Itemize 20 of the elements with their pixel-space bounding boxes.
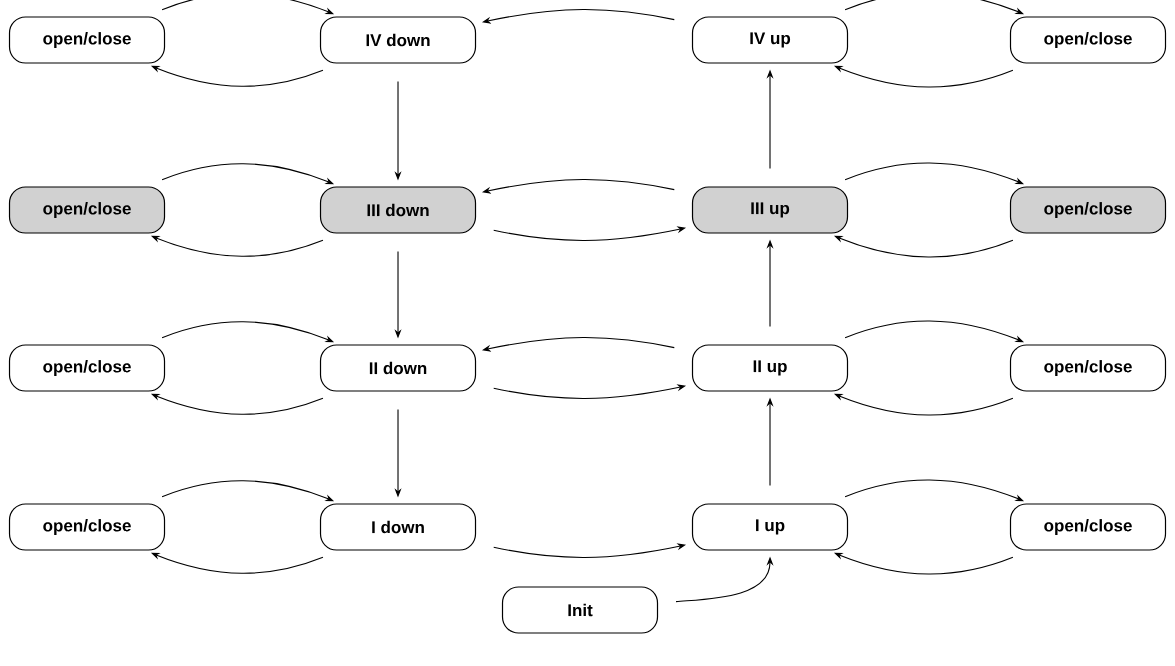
state-box: I up [691, 503, 849, 551]
state-box: II up [691, 344, 849, 392]
state-box: open/close [1009, 503, 1167, 551]
state-box: II down [319, 344, 477, 392]
state-box: IV down [319, 16, 477, 64]
state-box: open/close [8, 16, 166, 64]
state-box: open/close [8, 503, 166, 551]
state-box: open/close [1009, 16, 1167, 64]
state-box: III up [691, 186, 849, 234]
state-box: IV up [691, 16, 849, 64]
state-box: I down [319, 503, 477, 551]
arrow [482, 336, 675, 352]
state-box: III down [319, 186, 477, 234]
state-box: open/close [8, 344, 166, 392]
state-box: open/close [8, 186, 166, 234]
arrow [482, 178, 675, 194]
state-box: open/close [1009, 186, 1167, 234]
state-box: open/close [1009, 344, 1167, 392]
state-box: Init [501, 586, 659, 634]
arrow [482, 8, 675, 24]
